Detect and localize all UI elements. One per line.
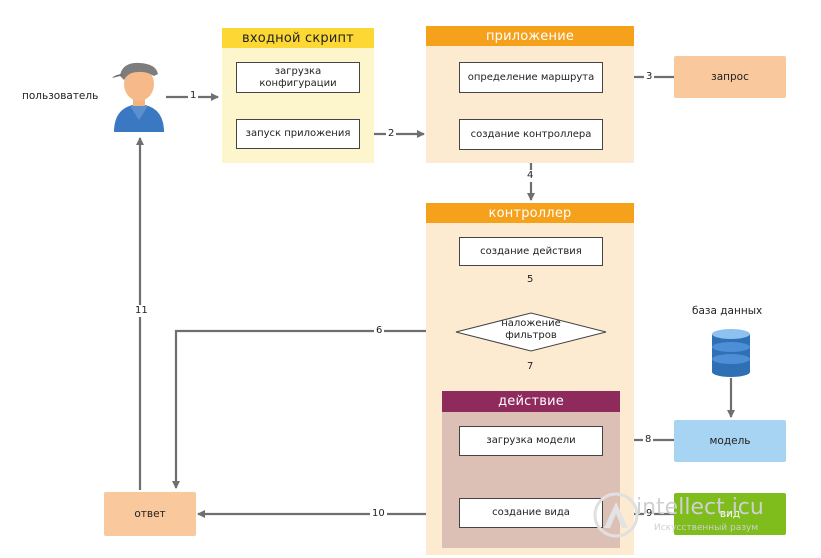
step-11-label: 11: [133, 305, 150, 317]
step-8-label: 8: [643, 434, 654, 446]
step-7-label: 7: [525, 361, 536, 373]
start-app-box: запуск приложения: [236, 119, 360, 149]
arrow-6: [172, 329, 456, 489]
watermark-text: intellect.icu: [636, 495, 764, 520]
step-9-label: 9: [644, 508, 655, 520]
step-10-label: 10: [370, 508, 387, 520]
step-2-label: 2: [386, 128, 397, 140]
model-box: модель: [674, 420, 786, 462]
create-controller-box: создание контроллера: [459, 119, 603, 150]
load-model-box: загрузка модели: [459, 426, 603, 456]
load-config-box: загрузка конфигурации: [236, 62, 360, 93]
step-3-label: 3: [644, 71, 655, 83]
filters-label: наложение фильтров: [501, 318, 561, 341]
step-5-label: 5: [525, 274, 536, 286]
action-header: действие: [442, 391, 620, 412]
create-action-box: создание действия: [459, 237, 603, 266]
request-box: запрос: [674, 56, 786, 98]
watermark-subtext: Искусственный разум: [654, 523, 759, 533]
controller-header: контроллер: [426, 203, 634, 223]
step-4-label: 4: [525, 170, 536, 182]
application-header: приложение: [426, 26, 634, 46]
create-view-box: создание вида: [459, 498, 603, 528]
response-box: ответ: [104, 492, 196, 536]
step-6-label: 6: [374, 325, 385, 337]
user-label: пользователь: [22, 90, 99, 102]
database-label: база данных: [692, 305, 763, 317]
filters-diamond: [455, 312, 607, 352]
step-1-label: 1: [188, 90, 199, 102]
route-box: определение маршрута: [459, 62, 603, 93]
watermark-logo-icon: [593, 492, 639, 538]
user-icon: [112, 62, 164, 132]
view-box: вид: [674, 493, 786, 535]
entry-script-header: входной скрипт: [222, 28, 374, 48]
database-icon: [712, 329, 750, 377]
